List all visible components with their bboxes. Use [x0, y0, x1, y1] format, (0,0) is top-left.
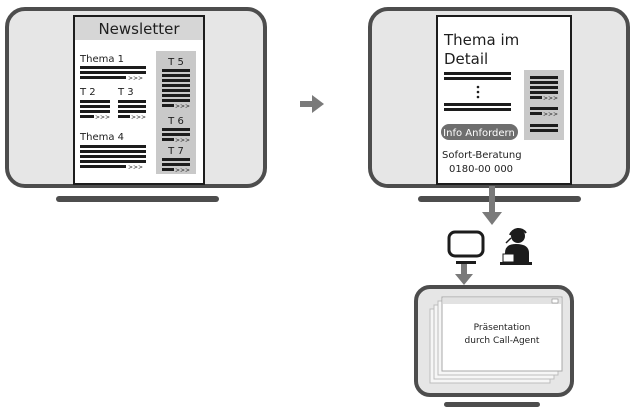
hotline-label: Sofort-Beratung [442, 150, 522, 161]
newsletter-header-bg [75, 17, 203, 40]
detail-title-line2: Detail [444, 50, 488, 68]
topic-2-label: T 2 [79, 87, 96, 98]
detail-sidebar-more-2: >>> [543, 111, 558, 118]
sidebar-t7-more: >>> [175, 167, 190, 174]
detail-sidebar-more-1: >>> [543, 95, 558, 102]
topic-3-label: T 3 [117, 87, 134, 98]
info-request-button-label: Info Anfordern [443, 128, 515, 139]
info-request-button[interactable] [441, 124, 518, 140]
window-close-icon [551, 298, 559, 304]
topic-1-label: Thema 1 [79, 54, 124, 65]
newsletter-header: Newsletter [98, 20, 180, 38]
topic-1-more: >>> [128, 75, 143, 82]
left-monitor: Newsletter Thema 1 >>> T 2 >>> T 3 >>> T… [5, 7, 267, 202]
sidebar-t5-label: T 5 [167, 57, 184, 68]
topic-4-more: >>> [128, 164, 143, 171]
arrow-down-icon [455, 264, 473, 285]
presentation-line1: Präsentation [474, 323, 531, 333]
sidebar-t6-more: >>> [175, 137, 190, 144]
arrow-right-icon [300, 95, 324, 113]
topic-2-more: >>> [95, 114, 110, 121]
topic-4-label: Thema 4 [79, 132, 124, 143]
call-agent-icon [500, 228, 532, 265]
presentation-monitor: Präsentation durch Call-Agent [414, 285, 574, 407]
hotline-number: 0180-00 000 [449, 164, 513, 175]
arrow-down-icon [482, 186, 502, 225]
sidebar-t5-more: >>> [175, 103, 190, 110]
detail-title-line1: Thema im [443, 31, 519, 49]
sidebar-t7-label: T 7 [167, 146, 184, 157]
topic-3-more: >>> [131, 114, 146, 121]
presentation-line2: durch Call-Agent [465, 336, 540, 346]
right-monitor: Thema im Detail >>> >>> Info Anfordern S… [368, 7, 630, 202]
monitor-icon [447, 230, 485, 264]
presentation-window [441, 296, 563, 372]
sidebar-t6-label: T 6 [167, 116, 184, 127]
